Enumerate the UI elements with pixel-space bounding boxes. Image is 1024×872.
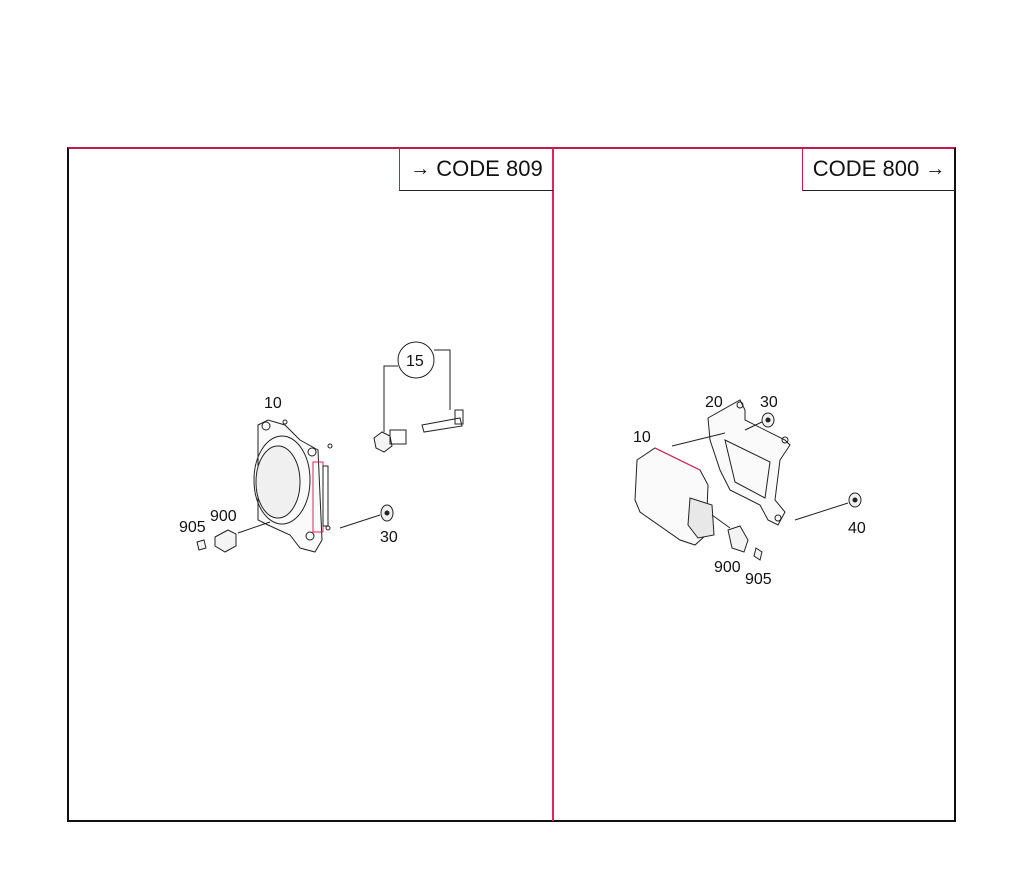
callout-905: 905 — [745, 571, 772, 588]
right-nut-40 — [794, 492, 862, 521]
code-809-label: CODE 809 — [436, 156, 543, 181]
code-800-label: CODE 800 — [812, 156, 920, 181]
callout-30: 30 — [760, 394, 778, 411]
callout-20: 20 — [705, 394, 723, 411]
callout-905: 905 — [179, 519, 206, 536]
right-bracket-20 — [707, 399, 791, 526]
code-800-box: CODE 800 → — [802, 148, 955, 191]
diagram-frame — [67, 147, 956, 822]
callout-10: 10 — [633, 429, 651, 446]
code-809-box: → CODE 809 — [399, 148, 553, 191]
left-nut-30 — [339, 504, 394, 529]
right-sensor-10 — [634, 432, 726, 546]
callout-40: 40 — [848, 520, 866, 537]
arrow-right-icon: → — [925, 157, 946, 180]
left-connector-900 — [196, 521, 271, 553]
callout-15: 15 — [406, 353, 424, 370]
panel-divider — [552, 148, 554, 821]
callout-900: 900 — [210, 508, 237, 525]
callout-10: 10 — [264, 395, 282, 412]
left-sensor-assembly — [253, 419, 333, 553]
callout-900: 900 — [714, 559, 741, 576]
arrow-right-icon: → — [410, 157, 431, 180]
right-connector-900 — [711, 514, 763, 561]
left-bolt-15 — [373, 341, 464, 453]
right-nut-30 — [744, 412, 775, 431]
callout-30: 30 — [380, 529, 398, 546]
